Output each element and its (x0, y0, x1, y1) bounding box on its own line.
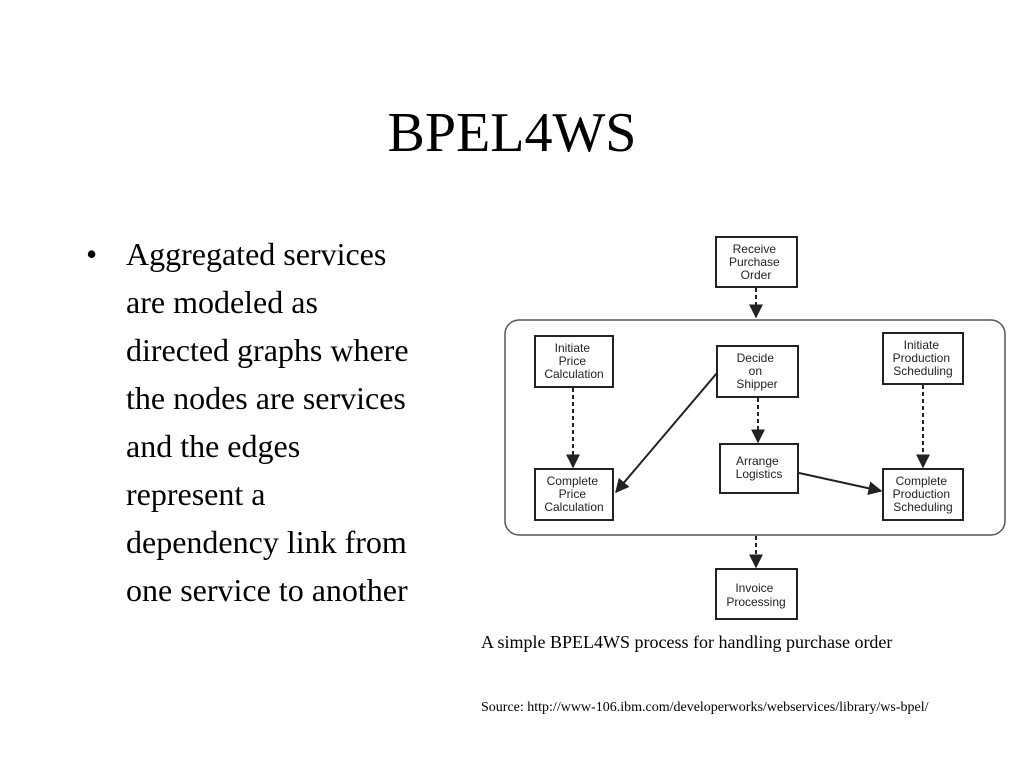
bullet-line: Aggregated services (126, 236, 387, 272)
node-label: Initiate (904, 338, 940, 352)
node-label: Calculation (544, 367, 603, 381)
node-label: Initiate (555, 341, 591, 355)
node-invoice-processing: Invoice Processing (715, 568, 798, 620)
node-complete-production-scheduling: Complete Production Scheduling (882, 468, 964, 521)
svg-text:Decide on Shipper: Decide on Shipper (736, 351, 777, 391)
bullet-line: represent a (126, 476, 266, 512)
node-label: Calculation (544, 500, 603, 514)
node-label: Shipper (736, 377, 777, 391)
node-arrange-logistics: Arrange Logistics (719, 443, 799, 494)
node-label: Price (559, 354, 587, 368)
svg-text:Arrange Logistics: Arrange Logistics (736, 454, 783, 481)
slide-title: BPEL4WS (387, 102, 637, 164)
node-label: Scheduling (893, 364, 952, 378)
node-label: Logistics (736, 467, 783, 481)
bullet-line: and the edges (126, 428, 301, 464)
bullet-line: dependency link from (126, 524, 407, 560)
node-initiate-production-scheduling: Initiate Production Scheduling (882, 332, 964, 385)
node-label: Processing (726, 595, 785, 609)
node-label: Invoice (735, 581, 773, 595)
svg-text:Complete Production: Complete Production Scheduling (893, 474, 954, 514)
node-receive-order: Receive Purchase Order (715, 236, 798, 288)
svg-text:Initiate Production: Initiate Production Scheduling (893, 338, 954, 378)
source-citation: Source: http://www-106.ibm.com/developer… (481, 700, 929, 715)
svg-text:Initiate Price Cal: Initiate Price Calculation (544, 341, 603, 381)
node-decide-on-shipper: Decide on Shipper (716, 345, 799, 398)
node-label: on (749, 364, 762, 378)
bullet-marker: • (86, 236, 98, 272)
node-label: Order (741, 268, 772, 282)
bpel-process-diagram: Receive Purchase Order Initiate Price Ca… (504, 236, 1006, 620)
node-label: Decide (737, 351, 775, 365)
svg-text:Invoice Processing: Invoice Processing (726, 581, 785, 609)
bullet-line: directed graphs where (126, 332, 409, 368)
node-initiate-price-calculation: Initiate Price Calculation (534, 335, 614, 388)
node-label: Receive (733, 242, 777, 256)
bullet-line: are modeled as (126, 284, 318, 320)
edge-arrange-logistics-to-complete-production (798, 472, 883, 496)
node-label: Production (893, 351, 950, 365)
bullet-list: • Aggregated services are modeled as dir… (86, 230, 486, 614)
svg-text:Receive Purchase O: Receive Purchase Order (729, 242, 783, 282)
edge-decide-shipper-to-complete-price (615, 372, 718, 494)
node-label: Purchase (729, 255, 780, 269)
bullet-line: one service to another (126, 572, 408, 608)
node-label: Arrange (736, 454, 779, 468)
bullet-line: the nodes are services (126, 380, 406, 416)
flow-container (504, 319, 1006, 536)
figure-caption: A simple BPEL4WS process for handling pu… (481, 632, 893, 652)
node-label: Price (559, 487, 587, 501)
node-label: Complete (547, 474, 599, 488)
bullet-item: • Aggregated services are modeled as dir… (86, 230, 486, 614)
node-label: Complete (896, 474, 948, 488)
node-label: Production (893, 487, 950, 501)
node-complete-price-calculation: Complete Price Calculation (534, 468, 614, 521)
node-label: Scheduling (893, 500, 952, 514)
svg-text:Complete Price Cal: Complete Price Calculation (544, 474, 603, 514)
